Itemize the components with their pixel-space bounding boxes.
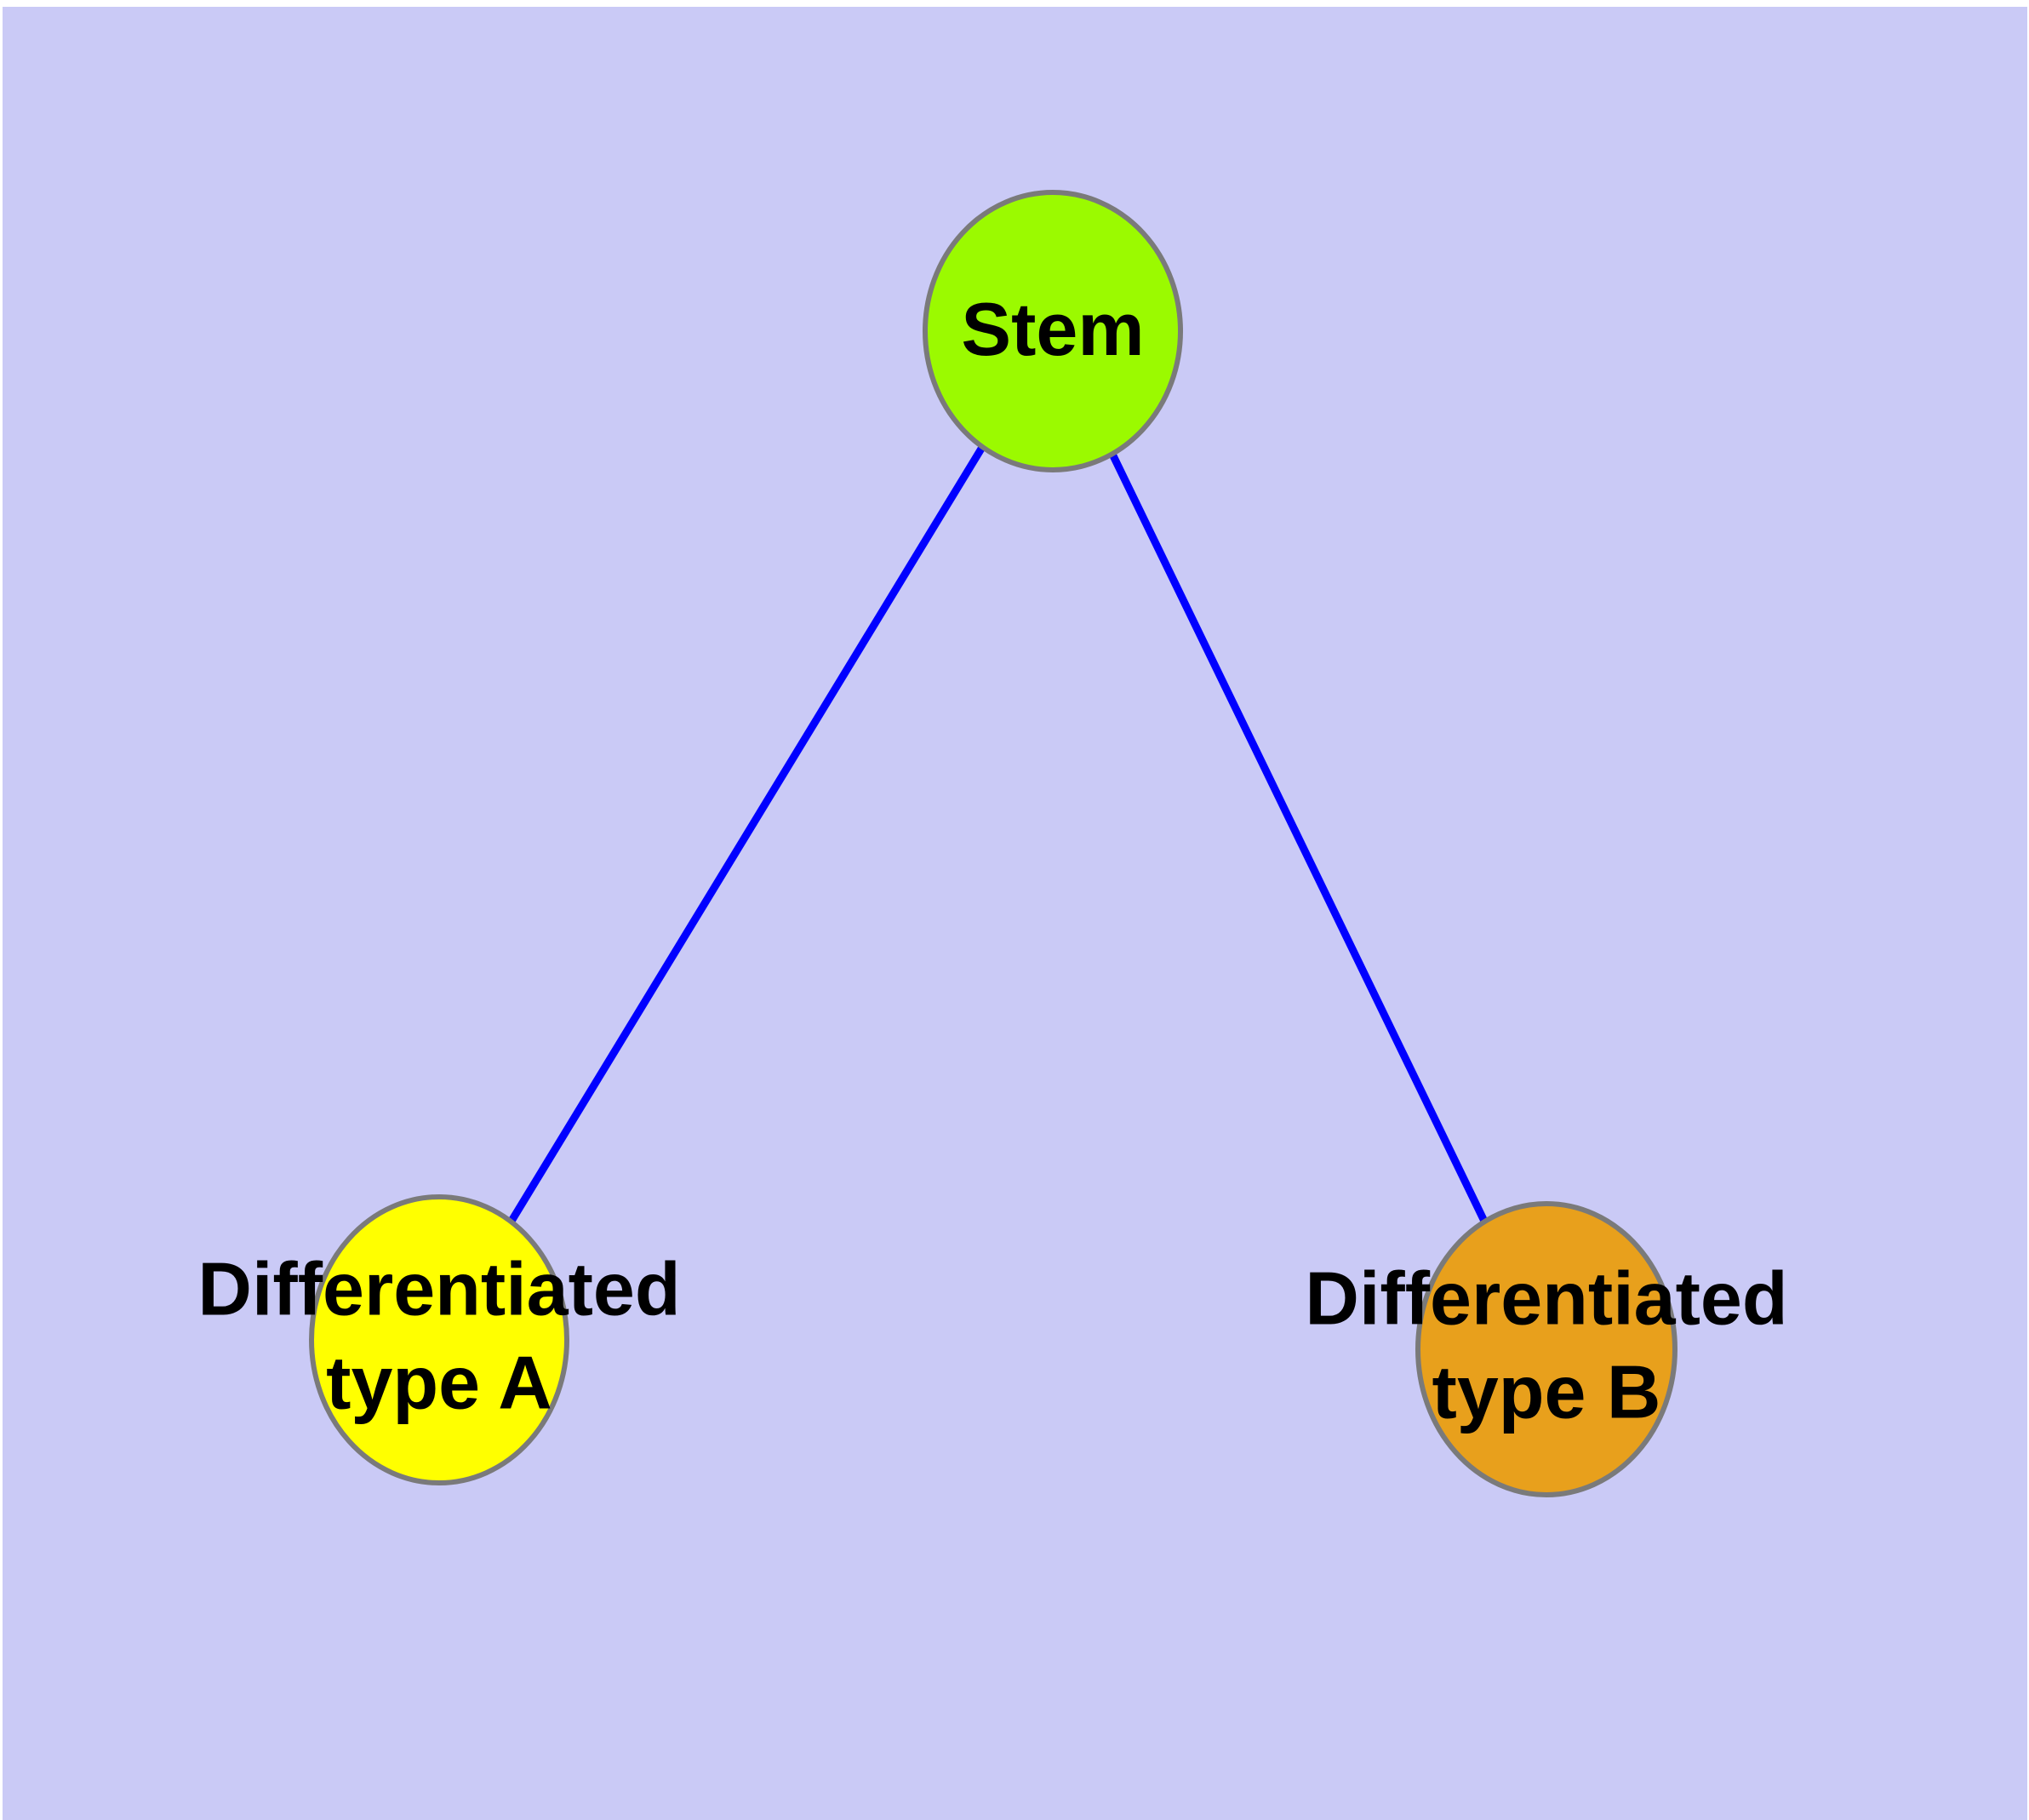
node-label-differentiated-type-a: Differentiated type A xyxy=(197,1243,680,1430)
edge-stem-to-type-a xyxy=(436,329,1056,1342)
node-label-stem-line-1: Stem xyxy=(961,286,1145,371)
node-label-stem: Stem xyxy=(961,283,1144,376)
node-differentiated-type-b xyxy=(1415,1201,1677,1497)
edge-stem-to-type-b xyxy=(1049,329,1551,1351)
node-label-type-a-line-1: Differentiated xyxy=(197,1246,681,1331)
node-label-type-b-line-2: type B xyxy=(1432,1349,1661,1434)
node-differentiated-type-a xyxy=(309,1194,569,1485)
node-label-type-a-line-2: type A xyxy=(326,1340,552,1425)
node-stem xyxy=(923,190,1183,472)
node-label-differentiated-type-b: Differentiated type B xyxy=(1305,1252,1787,1439)
node-label-type-b-line-1: Differentiated xyxy=(1305,1256,1788,1341)
